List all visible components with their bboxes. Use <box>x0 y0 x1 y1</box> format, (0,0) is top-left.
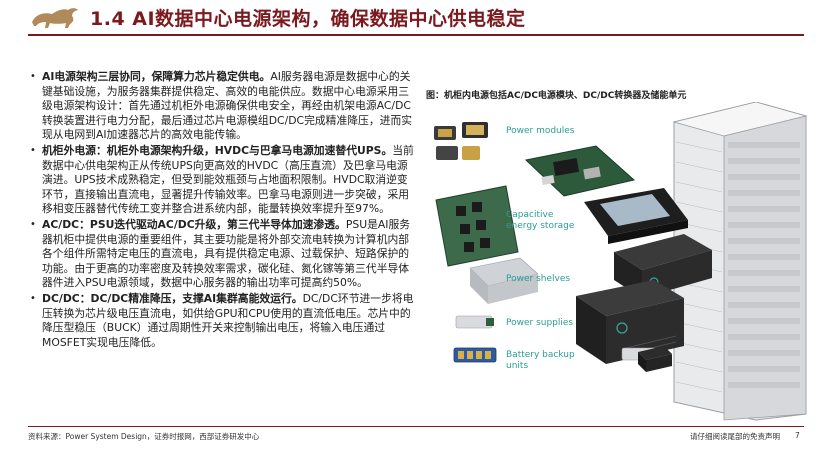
disclaimer-note: 请仔细阅读尾部的免责声明 <box>690 432 780 441</box>
bullet-icon: • <box>30 218 36 230</box>
header-bar: 1.4 AI数据中心电源架构，确保数据中心供电稳定 <box>0 0 830 34</box>
label-power-modules: Power modules <box>506 126 575 136</box>
source-note: 资料来源：Power System Design，证券时报网，西部证券研发中心 <box>28 432 260 441</box>
label-power-supplies: Power supplies <box>506 318 574 328</box>
paragraph-2: • 机柜外电源：机柜外电源架构升级，HVDC与巴拿马电源加速替代UPS。当前数据… <box>28 144 418 217</box>
vrm-board-icon <box>435 185 519 267</box>
battery-unit-icon <box>453 346 672 372</box>
header-rule <box>28 34 804 36</box>
paragraph-1: • AI电源架构三层协同，保障算力芯片稳定供电。AI服务器电源是数据中心的关键基… <box>28 70 418 143</box>
paragraph-lead: AC/DC：PSU迭代驱动AC/DC升级，第三代半导体加速渗透。 <box>42 217 346 231</box>
paragraph-lead: AI电源架构三层协同，保障算力芯片稳定供电。 <box>42 70 271 83</box>
server-rack-icon <box>672 101 808 421</box>
body-text: • AI电源架构三层协同，保障算力芯片稳定供电。AI服务器电源是数据中心的关键基… <box>28 70 418 351</box>
paragraph-text: PSU是AI服务器机柜中提供电源的重要组件，其主要功能是将外部交流电转换为计算机… <box>42 217 411 290</box>
bull-logo-icon <box>32 8 78 28</box>
paragraph-lead: 机柜外电源：机柜外电源架构升级，HVDC与巴拿马电源加速替代UPS。 <box>42 143 393 157</box>
bullet-icon: • <box>30 292 36 304</box>
paragraph-text: AI服务器电源是数据中心的关键基础设施，为服务器集群提供稳定、高效的电能供应。数… <box>42 70 413 142</box>
paragraph-text: 当前数据中心供电架构正从传统UPS向更高效的HVDC（高压直流）及巴拿马电源演进… <box>42 143 414 216</box>
power-module-icon <box>434 122 488 160</box>
figure-caption: 图：机柜内电源包括AC/DC电源模块、DC/DC转换器及储能单元 <box>426 91 687 101</box>
paragraph-3: • AC/DC：PSU迭代驱动AC/DC升级，第三代半导体加速渗透。PSU是AI… <box>28 218 418 291</box>
page-number: 7 <box>795 431 800 440</box>
footer-rule <box>28 426 804 427</box>
power-shelves-unit-icon <box>469 257 539 304</box>
rack-power-figure: Power modules Capacitive energy storage … <box>426 101 818 422</box>
bullet-icon: • <box>30 71 36 82</box>
paragraph-text: DC/DC环节进一步将电压转换为芯片级电压直流电，如供给GPU和CPU使用的直流… <box>42 291 414 349</box>
page-title: 1.4 AI数据中心电源架构，确保数据中心供电稳定 <box>90 8 526 30</box>
capacitive-storage-icon <box>584 188 688 244</box>
paragraph-lead: DC/DC：DC/DC精准降压，支撑AI集群高能效运行。 <box>42 291 303 305</box>
label-capacitive-storage: Capacitive energy storage <box>506 210 575 231</box>
label-battery-units: Battery backup units <box>506 350 575 371</box>
bullet-icon: • <box>30 144 36 156</box>
label-power-shelves: Power shelves <box>506 274 571 284</box>
rack-illustration <box>434 101 808 421</box>
paragraph-4: • DC/DC：DC/DC精准降压，支撑AI集群高能效运行。DC/DC环节进一步… <box>28 292 418 350</box>
circuit-board-icon <box>524 145 636 197</box>
